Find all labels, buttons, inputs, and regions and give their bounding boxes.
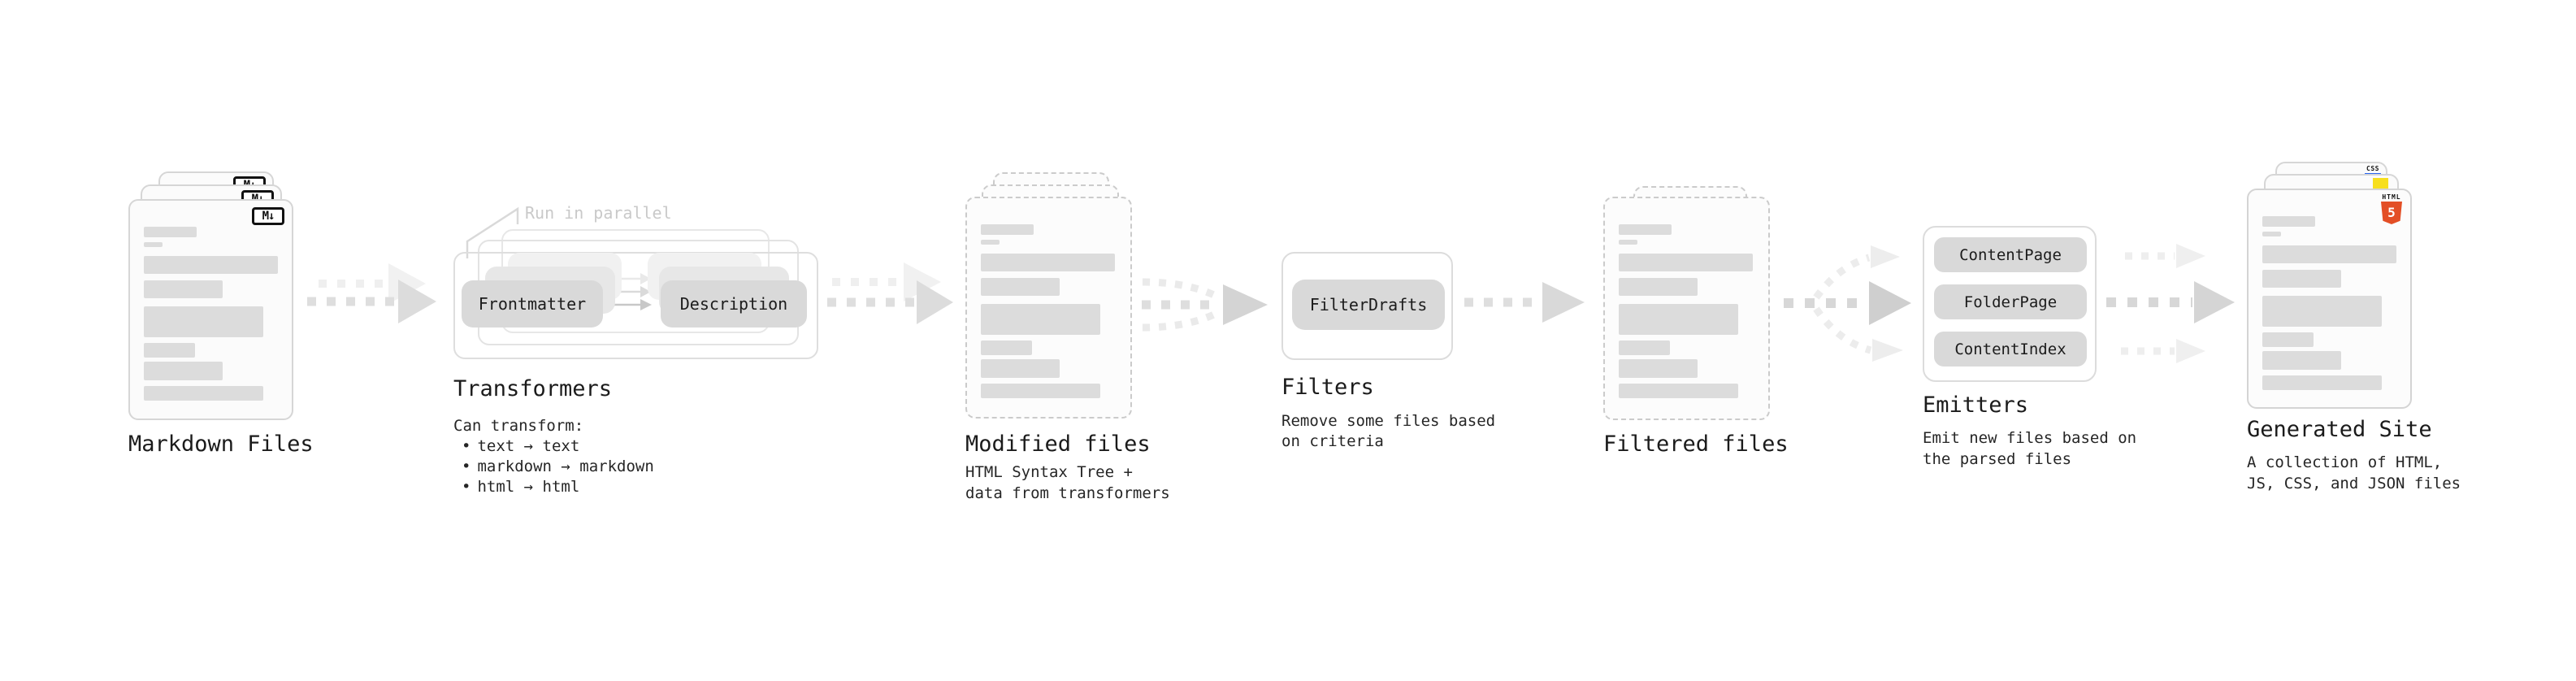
subtitle-line: Remove some files based bbox=[1281, 412, 1496, 430]
folderpage-pill: FolderPage bbox=[1934, 284, 2087, 319]
placeholder-text-bar bbox=[981, 240, 1000, 245]
placeholder-text-bar bbox=[144, 362, 223, 380]
transformer-box-front bbox=[453, 252, 818, 359]
placeholder-text-bar bbox=[1619, 359, 1698, 378]
bullet-dot: • bbox=[462, 478, 471, 496]
emitters-title: Emitters bbox=[1923, 393, 2029, 418]
placeholder-text-bar bbox=[981, 359, 1060, 378]
placeholder-text-bar bbox=[144, 256, 278, 274]
bullet-item: • text → text bbox=[453, 436, 654, 457]
arrow-markdown-to-transformers bbox=[307, 263, 436, 323]
placeholder-text-bar bbox=[144, 386, 263, 401]
subtitle-line: the parsed files bbox=[1923, 450, 2072, 468]
filtered-files-title: Filtered files bbox=[1603, 432, 1789, 457]
transformers-title: Transformers bbox=[453, 376, 613, 401]
html5-shield: 5 bbox=[2381, 202, 2402, 224]
subtitle-line: JS, CSS, and JSON files bbox=[2247, 475, 2461, 492]
placeholder-text-bar bbox=[981, 224, 1034, 235]
bullet-dot: • bbox=[462, 458, 471, 475]
contentindex-pill: ContentIndex bbox=[1934, 332, 2087, 367]
placeholder-text-bar bbox=[2262, 245, 2396, 263]
generated-site-subtitle: A collection of HTML, JS, CSS, and JSON … bbox=[2247, 452, 2461, 494]
filters-subtitle: Remove some files based on criteria bbox=[1281, 411, 1495, 452]
subtitle-line: on criteria bbox=[1281, 432, 1384, 450]
placeholder-text-bar bbox=[1619, 224, 1672, 235]
css-logo-text: CSS bbox=[2366, 165, 2379, 172]
frontmatter-pill: Frontmatter bbox=[462, 280, 603, 327]
placeholder-text-bar bbox=[981, 340, 1032, 355]
placeholder-text-bar bbox=[144, 343, 195, 358]
subtitle-line: data from transformers bbox=[965, 484, 1170, 502]
js-logo-icon bbox=[2373, 178, 2388, 189]
html5-logo-label: HTML bbox=[2382, 193, 2401, 201]
transformers-description: Can transform: • text → text • markdown → … bbox=[453, 416, 654, 497]
bullet-text: markdown → markdown bbox=[477, 458, 654, 475]
placeholder-text-bar bbox=[2262, 216, 2315, 227]
run-in-parallel-note: Run in parallel bbox=[525, 203, 672, 223]
modified-files-title: Modified files bbox=[965, 432, 1151, 457]
can-transform-heading: Can transform: bbox=[453, 417, 584, 435]
modified-files-subtitle: HTML Syntax Tree + data from transformer… bbox=[965, 462, 1170, 504]
markdown-files-title: Markdown Files bbox=[128, 432, 314, 457]
placeholder-text-bar bbox=[2262, 375, 2382, 390]
placeholder-text-bar bbox=[2262, 351, 2341, 370]
subtitle-line: HTML Syntax Tree + bbox=[965, 463, 1133, 481]
bullet-text: html → html bbox=[477, 478, 580, 496]
filterdrafts-pill: FilterDrafts bbox=[1292, 280, 1445, 330]
bullet-text: text → text bbox=[477, 437, 580, 455]
placeholder-text-bar bbox=[2262, 332, 2314, 347]
emitters-subtitle: Emit new files based on the parsed files bbox=[1923, 427, 2136, 470]
subtitle-line: A collection of HTML, bbox=[2247, 453, 2443, 471]
filtered-file-card bbox=[1603, 197, 1770, 420]
arrow-emitters-to-generated bbox=[2106, 244, 2235, 363]
placeholder-text-bar bbox=[981, 384, 1100, 398]
bullet-item: • html → html bbox=[453, 477, 654, 497]
placeholder-text-bar bbox=[1619, 304, 1738, 335]
bullet-dot: • bbox=[462, 437, 471, 455]
markdown-file-card: M↓ bbox=[128, 199, 293, 420]
arrow-modified-to-filters bbox=[1142, 278, 1268, 332]
placeholder-text-bar bbox=[1619, 254, 1753, 271]
filters-title: Filters bbox=[1281, 375, 1374, 400]
placeholder-text-bar bbox=[1619, 340, 1670, 355]
bullet-item: • markdown → markdown bbox=[453, 457, 654, 477]
placeholder-text-bar bbox=[981, 278, 1060, 296]
arrow-filters-to-filtered bbox=[1464, 282, 1585, 323]
transform-bullet-list: • text → text • markdown → markdown • html … bbox=[453, 436, 654, 497]
arrow-filtered-to-emitters bbox=[1784, 245, 1911, 362]
contentpage-pill: ContentPage bbox=[1934, 237, 2087, 272]
arrow-transformers-to-modified bbox=[827, 262, 953, 324]
placeholder-text-bar bbox=[2262, 270, 2341, 288]
subtitle-line: Emit new files based on bbox=[1923, 429, 2137, 447]
modified-file-card bbox=[965, 197, 1132, 419]
html5-logo-icon: HTML 5 bbox=[2380, 193, 2403, 224]
generated-site-title: Generated Site bbox=[2247, 417, 2432, 442]
html5-number: 5 bbox=[2387, 205, 2396, 220]
placeholder-text-bar bbox=[144, 306, 263, 337]
placeholder-text-bar bbox=[981, 254, 1115, 271]
placeholder-text-bar bbox=[144, 242, 163, 247]
description-pill: Description bbox=[661, 280, 807, 327]
placeholder-text-bar bbox=[144, 227, 197, 237]
placeholder-text-bar bbox=[1619, 240, 1637, 245]
placeholder-text-bar bbox=[2262, 232, 2281, 236]
placeholder-text-bar bbox=[2262, 296, 2382, 327]
placeholder-text-bar bbox=[981, 304, 1100, 335]
placeholder-text-bar bbox=[1619, 278, 1698, 296]
markdown-logo-icon: M↓ bbox=[252, 207, 284, 225]
placeholder-text-bar bbox=[1619, 384, 1738, 398]
placeholder-text-bar bbox=[144, 280, 223, 298]
generated-html-file-card: HTML 5 bbox=[2247, 189, 2412, 409]
